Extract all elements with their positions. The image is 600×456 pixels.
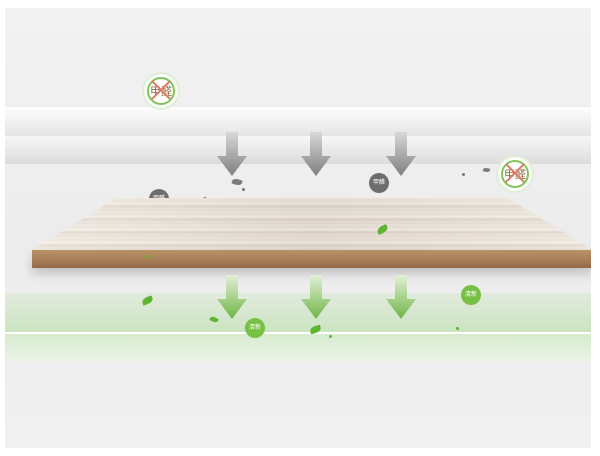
gray-down-arrow-icon bbox=[217, 132, 247, 176]
illustration-scene: 甲醛 甲醛 甲醛 甲醛 bbox=[5, 8, 591, 448]
no-formaldehyde-icon: 甲醛 bbox=[498, 157, 532, 191]
particle bbox=[146, 255, 149, 258]
particle bbox=[456, 327, 459, 330]
particle bbox=[242, 188, 245, 191]
particle bbox=[462, 173, 465, 176]
gray-leaf-icon bbox=[231, 177, 243, 187]
wood-board-surface bbox=[32, 198, 591, 250]
formaldehyde-badge-label: 甲醛 bbox=[372, 179, 385, 186]
top-gray-panel-edge bbox=[5, 136, 591, 164]
fresh-badge-label: 清新 bbox=[464, 291, 477, 298]
particle bbox=[329, 335, 332, 338]
bottom-green-panel-edge bbox=[5, 334, 591, 362]
fresh-badge-label: 清新 bbox=[248, 324, 261, 331]
green-down-arrow-icon bbox=[217, 275, 247, 319]
formaldehyde-badge: 甲醛 bbox=[369, 173, 389, 193]
top-gray-panel bbox=[5, 107, 591, 137]
green-panel-divider bbox=[5, 332, 591, 334]
no-formaldehyde-icon: 甲醛 bbox=[144, 74, 178, 108]
gray-down-arrow-icon bbox=[301, 132, 331, 176]
green-down-arrow-icon bbox=[386, 275, 416, 319]
bottom-green-panel bbox=[5, 293, 591, 333]
gray-down-arrow-icon bbox=[386, 132, 416, 176]
wood-board-edge bbox=[32, 250, 591, 268]
gray-leaf-icon bbox=[482, 167, 491, 173]
fresh-badge: 清新 bbox=[461, 285, 481, 305]
green-down-arrow-icon bbox=[301, 275, 331, 319]
fresh-badge: 清新 bbox=[245, 318, 265, 338]
